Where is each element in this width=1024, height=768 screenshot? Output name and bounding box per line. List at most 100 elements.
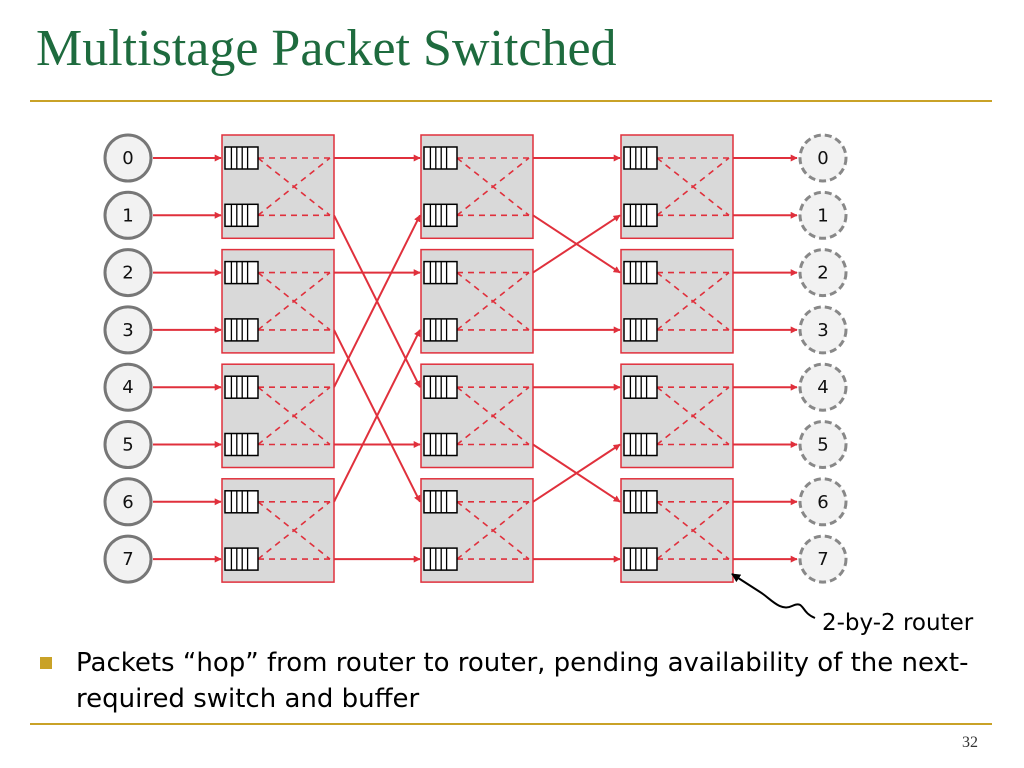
output-node-circle xyxy=(798,420,848,469)
output-node-label: 3 xyxy=(817,320,828,341)
output-node-5: 5 xyxy=(798,420,848,469)
input-node-6: 6 xyxy=(103,477,153,527)
buffer-outline xyxy=(224,547,259,571)
crossbar-cross-up xyxy=(456,386,530,446)
title-divider xyxy=(30,100,992,102)
input-buffer-1 xyxy=(623,432,658,457)
input-node-label: 6 xyxy=(122,492,133,513)
crossbar-cross-up xyxy=(456,271,530,331)
input-buffer-0 xyxy=(423,146,458,170)
bullet-marker xyxy=(40,657,52,669)
input-buffer-1 xyxy=(423,432,458,457)
output-node-circle xyxy=(798,477,848,527)
buffer-outline xyxy=(224,146,259,170)
link-s2-2-to-s3-1 xyxy=(532,214,621,274)
slide-title: Multistage Packet Switched xyxy=(36,20,617,77)
output-node-label: 5 xyxy=(817,435,828,456)
output-node-label: 4 xyxy=(817,377,828,398)
router-callout-label: 2-by-2 router xyxy=(822,610,974,636)
input-buffer-0 xyxy=(224,490,259,514)
input-node-1: 1 xyxy=(103,190,153,240)
buffer-outline xyxy=(423,318,458,342)
link-s1-6-to-s2-3 xyxy=(333,329,421,503)
output-node-label: 1 xyxy=(817,205,828,226)
crossbar-cross-up xyxy=(257,386,331,446)
input-node-circle xyxy=(103,248,153,298)
router-s3-r1 xyxy=(620,248,734,354)
buffer-outline xyxy=(224,490,259,514)
buffer-outline xyxy=(423,146,458,170)
input-buffer-1 xyxy=(224,432,259,457)
input-buffer-0 xyxy=(423,260,458,285)
buffer-outline xyxy=(224,318,259,342)
buffer-outline xyxy=(224,260,259,285)
input-node-circle xyxy=(103,133,153,183)
crossbar-cross-up xyxy=(656,271,730,331)
input-node-4: 4 xyxy=(103,362,153,412)
buffer-outline xyxy=(423,490,458,514)
output-node-1: 1 xyxy=(798,190,848,240)
router-s2-r0 xyxy=(420,134,534,240)
buffer-outline xyxy=(623,547,658,571)
input-buffer-1 xyxy=(623,547,658,571)
output-node-circle xyxy=(798,248,848,298)
input-node-label: 3 xyxy=(122,320,133,341)
buffer-outline xyxy=(423,432,458,457)
router-s3-r3 xyxy=(620,478,734,583)
buffer-outline xyxy=(623,203,658,228)
input-buffer-0 xyxy=(423,490,458,514)
input-buffer-0 xyxy=(224,260,259,285)
output-node-label: 6 xyxy=(817,492,828,513)
page-number: 32 xyxy=(962,734,978,751)
router-s2-r3 xyxy=(420,478,534,583)
output-node-4: 4 xyxy=(798,362,848,412)
output-node-label: 0 xyxy=(817,148,828,169)
input-buffer-1 xyxy=(423,203,458,228)
buffer-outline xyxy=(224,203,259,228)
routers-layer xyxy=(221,134,734,583)
buffer-outline xyxy=(423,375,458,399)
router-s1-r2 xyxy=(221,363,335,469)
link-s1-4-to-s2-1 xyxy=(333,214,421,388)
input-buffer-0 xyxy=(623,260,658,285)
output-node-2: 2 xyxy=(798,248,848,298)
crossbar-cross-up xyxy=(656,386,730,446)
buffer-outline xyxy=(423,260,458,285)
router-s2-r2 xyxy=(420,363,534,469)
buffer-outline xyxy=(623,375,658,399)
links-layer xyxy=(153,154,798,563)
input-node-circle xyxy=(103,420,153,469)
output-node-circle xyxy=(798,534,848,584)
output-node-3: 3 xyxy=(798,305,848,355)
buffer-outline xyxy=(623,260,658,285)
buffer-outline xyxy=(224,432,259,457)
router-s1-r0 xyxy=(221,134,335,240)
router-s3-r0 xyxy=(620,134,734,240)
input-node-circle xyxy=(103,362,153,412)
link-s2-6-to-s3-5 xyxy=(532,443,621,503)
output-node-circle xyxy=(798,190,848,240)
input-buffer-1 xyxy=(224,203,259,228)
router-s3-r2 xyxy=(620,363,734,469)
input-buffer-0 xyxy=(224,146,259,170)
crossbar-cross-up xyxy=(257,501,331,560)
input-node-label: 4 xyxy=(122,377,133,398)
input-buffer-1 xyxy=(423,318,458,342)
input-node-5: 5 xyxy=(103,420,153,469)
input-node-0: 0 xyxy=(103,133,153,183)
input-node-circle xyxy=(103,477,153,527)
crossbar-cross-up xyxy=(656,157,730,216)
input-node-3: 3 xyxy=(103,305,153,355)
crossbar-cross-up xyxy=(456,501,530,560)
output-node-7: 7 xyxy=(798,534,848,584)
input-buffer-0 xyxy=(623,146,658,170)
bullet-text: Packets “hop” from router to router, pen… xyxy=(76,648,969,714)
input-node-label: 7 xyxy=(122,549,133,570)
crossbar-cross-up xyxy=(656,501,730,560)
input-node-label: 1 xyxy=(122,205,133,226)
input-node-circle xyxy=(103,190,153,240)
output-node-6: 6 xyxy=(798,477,848,527)
input-buffer-0 xyxy=(623,375,658,399)
input-buffer-1 xyxy=(224,547,259,571)
